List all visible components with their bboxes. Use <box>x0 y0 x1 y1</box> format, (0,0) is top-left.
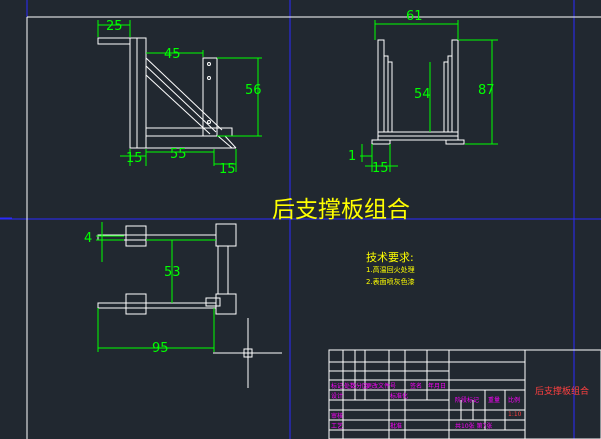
front-view[interactable] <box>97 37 237 149</box>
tb-label-change-doc: 更改文件号 <box>366 382 396 390</box>
tb-label-scale: 比例 <box>508 396 520 404</box>
dim-plan-spacing: 53 <box>164 265 181 280</box>
tb-label-count: 处数 <box>344 382 356 390</box>
tb-label-sign: 签名 <box>410 382 422 390</box>
title-block[interactable] <box>328 349 601 439</box>
dim-plan-length: 95 <box>152 341 169 356</box>
tb-label-process: 工艺 <box>331 422 343 430</box>
side-view[interactable] <box>371 39 465 145</box>
side-view-dimensions <box>360 20 498 172</box>
tb-label-zone: 分区 <box>356 382 368 390</box>
dim-plan-thickness: 4 <box>84 231 92 246</box>
tb-label-stage: 阶段标记 <box>455 396 479 404</box>
drawing-title: 后支撑板组合 <box>272 197 410 223</box>
front-view-dimensions <box>97 20 262 172</box>
dim-side-inner-height: 54 <box>414 87 431 102</box>
dim-side-base-small: 1 <box>348 149 356 164</box>
plan-view-dimensions <box>96 222 216 352</box>
technical-notes: 技术要求: 1.高温回火处理 2.表面喷灰色漆 <box>366 251 415 286</box>
tb-label-standardization: 标准化 <box>390 392 408 400</box>
tb-scale-value: 1:10 <box>508 411 522 418</box>
tb-label-approve: 批准 <box>390 422 402 430</box>
dim-front-brace: 45 <box>164 47 181 62</box>
notes-item-2: 2.表面喷灰色漆 <box>366 277 415 286</box>
title-block-text: 标记 处数 分区 更改文件号 签名 年月日 设计 标准化 阶段标记 重量 比例 … <box>331 382 589 430</box>
tb-label-weight: 重量 <box>488 396 500 404</box>
frame-border <box>26 16 601 439</box>
dim-front-bottom-mid: 55 <box>170 147 187 162</box>
crosshair-cursor-icon <box>213 318 282 388</box>
tb-label-design: 设计 <box>331 392 343 400</box>
side-view-dimension-text: 61 54 87 1 15 <box>348 9 495 176</box>
plan-view-dimension-text: 4 53 95 <box>84 231 181 356</box>
dim-front-height: 56 <box>245 83 262 98</box>
tb-label-mark: 标记 <box>331 382 343 390</box>
dim-front-bottom-left: 15 <box>126 151 143 166</box>
tb-sheets: 共10张 第7张 <box>455 422 492 430</box>
dim-side-width: 61 <box>406 9 423 24</box>
tb-label-review: 审核 <box>331 412 343 420</box>
dim-front-top-left: 25 <box>106 19 123 34</box>
front-view-dimension-text: 25 45 56 15 55 15 <box>106 19 262 177</box>
notes-item-1: 1.高温回火处理 <box>366 265 415 274</box>
tb-part-name: 后支撑板组合 <box>535 385 589 397</box>
dim-side-base-offset: 15 <box>372 161 389 176</box>
dim-front-bottom-right: 15 <box>219 162 236 177</box>
tb-label-date: 年月日 <box>428 382 446 390</box>
notes-heading: 技术要求: <box>366 251 414 264</box>
dim-side-total-height: 87 <box>478 83 495 98</box>
